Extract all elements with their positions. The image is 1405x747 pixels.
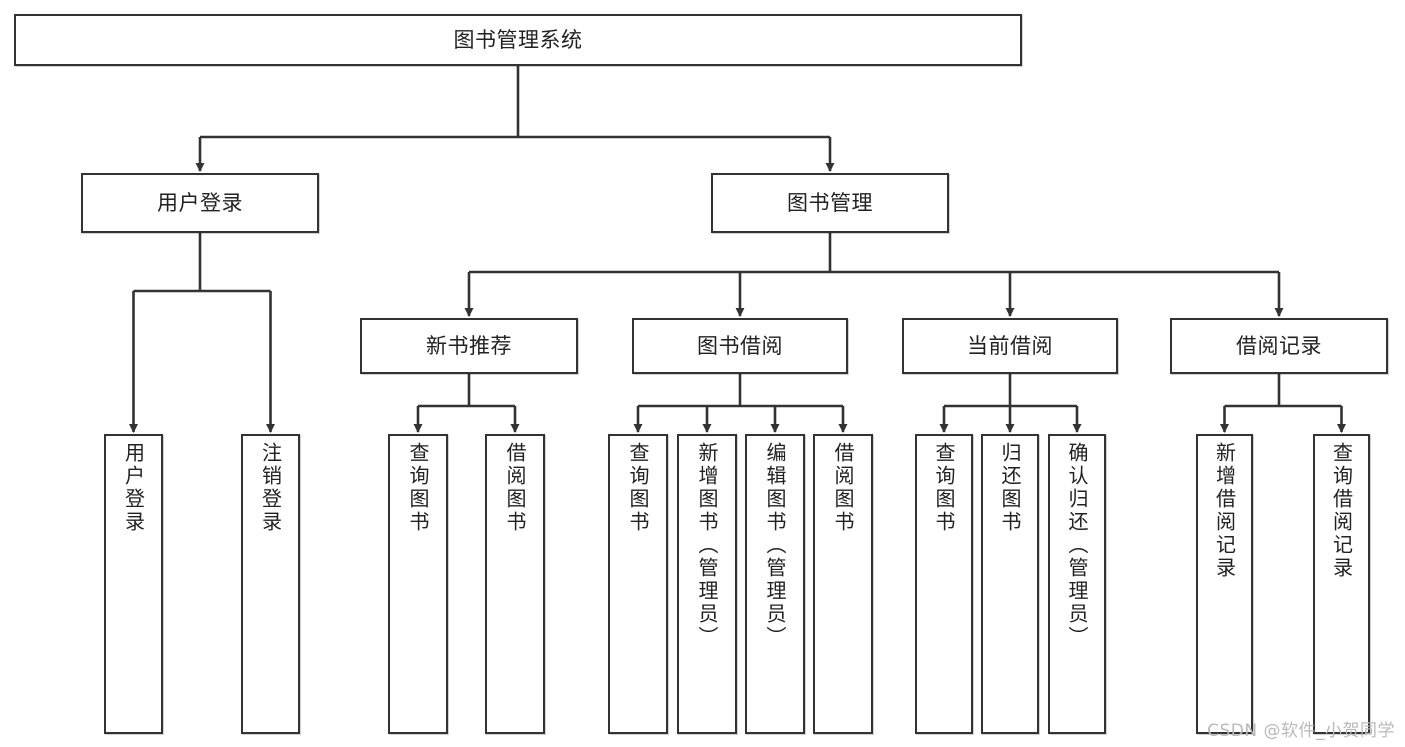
node-leaf-query-book-2[interactable]: 查询图书 <box>608 434 668 734</box>
node-leaf-borrow-book-2[interactable]: 借阅图书 <box>813 434 873 734</box>
node-label: 图书管理 <box>787 190 873 215</box>
node-current-borrow[interactable]: 当前借阅 <box>902 318 1118 374</box>
node-leaf-add-book[interactable]: 新增图书（管理员） <box>677 434 737 734</box>
node-label: 归还图书 <box>998 442 1022 534</box>
node-label: 图书管理系统 <box>453 27 583 52</box>
node-label: 用户登录 <box>157 190 243 215</box>
node-label: 查询图书 <box>626 442 650 534</box>
node-leaf-query-book-3[interactable]: 查询图书 <box>915 434 973 734</box>
node-label: 新增借阅记录 <box>1212 442 1237 580</box>
node-leaf-return-book[interactable]: 归还图书 <box>981 434 1039 734</box>
node-leaf-edit-book[interactable]: 编辑图书（管理员） <box>745 434 805 734</box>
watermark-text: CSDN @软件_小贺同学 <box>1207 721 1395 741</box>
node-label: 查询图书 <box>406 442 430 534</box>
node-label: 图书借阅 <box>697 333 783 358</box>
node-label: 注销登录 <box>258 442 283 534</box>
node-user-login[interactable]: 用户登录 <box>81 173 319 233</box>
node-label: 查询借阅记录 <box>1329 442 1354 580</box>
node-leaf-user-login[interactable]: 用户登录 <box>104 434 163 734</box>
node-leaf-query-record[interactable]: 查询借阅记录 <box>1313 434 1370 734</box>
node-label: 新书推荐 <box>426 333 512 358</box>
node-label: 新增图书（管理员） <box>695 442 719 649</box>
node-root[interactable]: 图书管理系统 <box>14 14 1022 66</box>
node-label: 当前借阅 <box>967 333 1053 358</box>
node-label: 确认归还（管理员） <box>1065 442 1089 649</box>
node-label: 用户登录 <box>121 442 146 534</box>
node-leaf-query-book-1[interactable]: 查询图书 <box>388 434 448 734</box>
node-label: 借阅记录 <box>1236 333 1322 358</box>
node-label: 编辑图书（管理员） <box>763 442 787 649</box>
node-leaf-borrow-book-1[interactable]: 借阅图书 <box>485 434 545 734</box>
node-borrow-record[interactable]: 借阅记录 <box>1170 318 1388 374</box>
node-book-manage[interactable]: 图书管理 <box>711 173 949 233</box>
node-label: 借阅图书 <box>831 442 855 534</box>
node-leaf-logout[interactable]: 注销登录 <box>241 434 300 734</box>
node-leaf-confirm-return[interactable]: 确认归还（管理员） <box>1048 434 1106 734</box>
node-label: 查询图书 <box>932 442 956 534</box>
node-book-borrow[interactable]: 图书借阅 <box>632 318 848 374</box>
node-new-book-recommend[interactable]: 新书推荐 <box>360 318 578 374</box>
node-leaf-add-record[interactable]: 新增借阅记录 <box>1196 434 1253 734</box>
node-label: 借阅图书 <box>503 442 527 534</box>
